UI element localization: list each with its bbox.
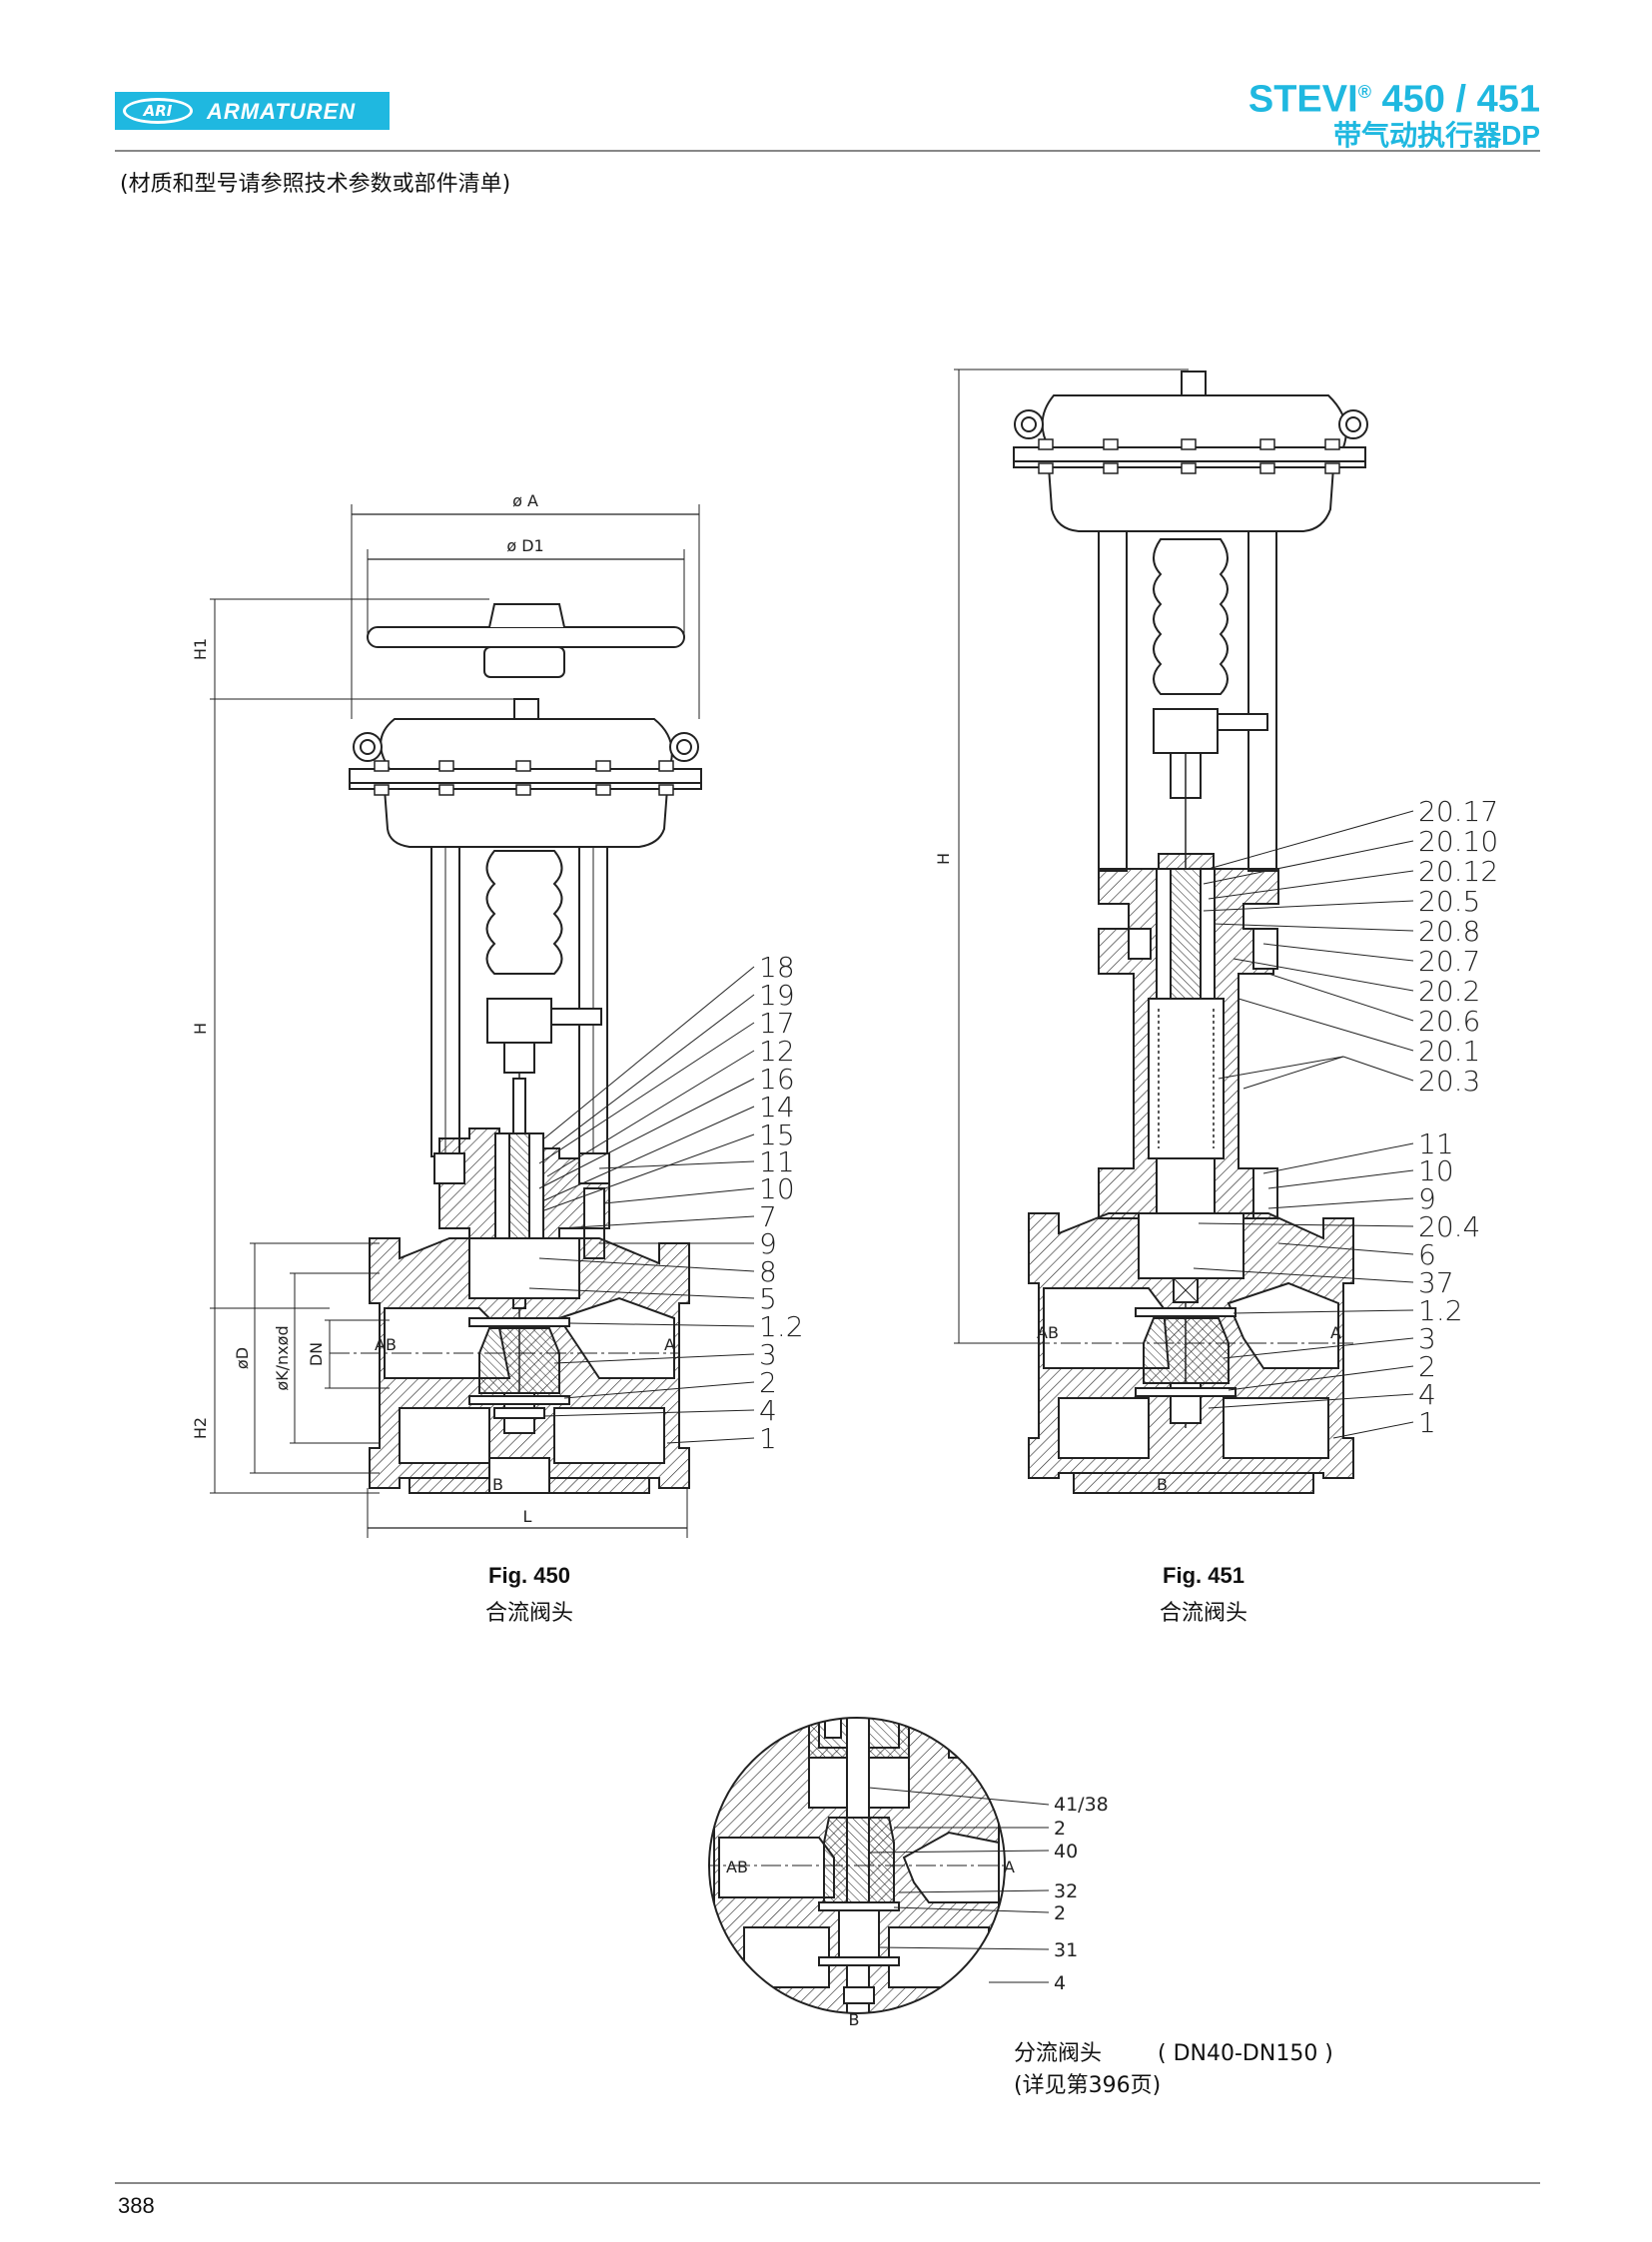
part-label: 37 xyxy=(1418,1266,1454,1299)
part-label: 10 xyxy=(759,1172,795,1205)
part-label: 31 xyxy=(1054,1939,1078,1961)
part-label: 20.2 xyxy=(1418,975,1480,1008)
split-detail-labels: AB A B 41/38 2 40 32 2 31 4 xyxy=(726,1794,1109,2029)
part-label: 5 xyxy=(759,1282,777,1315)
logo-text: ARMATUREN xyxy=(207,99,357,124)
part-label: 20.8 xyxy=(1418,915,1480,948)
port-B: B xyxy=(1157,1475,1168,1494)
part-label: 17 xyxy=(759,1007,795,1040)
part-label: 20.5 xyxy=(1418,885,1480,918)
part-label: 2 xyxy=(1418,1350,1436,1383)
port-A: A xyxy=(1004,1858,1015,1876)
part-label: 2 xyxy=(759,1366,777,1399)
part-label: 9 xyxy=(759,1227,777,1260)
dim-H2: H2 xyxy=(191,1417,210,1439)
port-AB: AB xyxy=(1037,1323,1059,1342)
material-note: (材质和型号请参照技术参数或部件清单) xyxy=(120,172,511,197)
part-label: 2 xyxy=(1054,1818,1066,1840)
fig451-caption: Fig. 451 合流阀头 xyxy=(1104,1563,1303,1627)
part-label: 19 xyxy=(759,979,795,1012)
fig451-title: Fig. 451 xyxy=(1163,1563,1244,1588)
part-label: 11 xyxy=(1418,1127,1454,1160)
part-label: 15 xyxy=(759,1119,795,1151)
port-A: A xyxy=(664,1335,675,1354)
split-caption-range: ( DN40-DN150 ) xyxy=(1158,2041,1333,2066)
part-label: 20.7 xyxy=(1418,945,1480,978)
part-label: 1.2 xyxy=(1418,1294,1463,1327)
part-label: 3 xyxy=(759,1338,777,1371)
header-divider xyxy=(115,150,1540,152)
fig450-caption: Fig. 450 合流阀头 xyxy=(429,1563,629,1627)
dim-L: L xyxy=(523,1507,532,1526)
port-B: B xyxy=(849,2010,860,2029)
part-label: 20.3 xyxy=(1418,1065,1480,1098)
product-title: STEVI® 450 / 451 带气动执行器DP xyxy=(1248,72,1540,152)
port-AB: AB xyxy=(375,1335,397,1354)
part-label: 41/38 xyxy=(1054,1794,1109,1816)
page-number: 388 xyxy=(118,2193,155,2218)
part-label: 8 xyxy=(759,1255,777,1288)
dim-H1: H1 xyxy=(191,638,210,660)
part-label: 1 xyxy=(1418,1406,1436,1439)
fig450-title: Fig. 450 xyxy=(488,1563,570,1588)
part-label: 10 xyxy=(1418,1154,1454,1187)
fig450-labels: ø A ø D1 H1 H H2 øD øK/nxød DN L AB A B … xyxy=(191,491,804,1526)
fig451-subtitle: 合流阀头 xyxy=(1159,1601,1247,1626)
part-label: 18 xyxy=(759,951,795,984)
part-label: 20.12 xyxy=(1418,855,1498,888)
dim-H: H xyxy=(191,1023,210,1035)
part-label: 4 xyxy=(1418,1378,1436,1411)
fig450-subtitle: 合流阀头 xyxy=(484,1601,573,1626)
product-subtitle: 带气动执行器DP xyxy=(1333,119,1540,151)
part-label: 2 xyxy=(1054,1902,1066,1924)
part-label: 16 xyxy=(759,1063,795,1096)
fig450-drawing xyxy=(210,504,755,1538)
part-label: 20.17 xyxy=(1418,795,1498,828)
split-caption-title: 分流阀头 xyxy=(1014,2041,1103,2066)
part-label: 20.6 xyxy=(1418,1005,1480,1038)
registered-mark: ® xyxy=(1357,82,1371,102)
dim-DN: DN xyxy=(307,1342,326,1366)
part-label: 12 xyxy=(759,1035,795,1068)
product-models: 450 / 451 xyxy=(1370,78,1541,121)
part-label: 6 xyxy=(1418,1238,1436,1271)
part-label: 40 xyxy=(1054,1841,1078,1863)
split-caption-ref: (详见第396页) xyxy=(1014,2073,1162,2098)
dim-A: ø A xyxy=(512,491,538,510)
part-label: 3 xyxy=(1418,1322,1436,1355)
split-detail-drawing xyxy=(708,1717,1050,2014)
ari-armaturen-logo: ARI ARMATUREN xyxy=(115,92,390,130)
footer-divider xyxy=(115,2182,1540,2184)
split-caption: 分流阀头 ( DN40-DN150 ) (详见第396页) xyxy=(1014,2035,1333,2099)
port-B: B xyxy=(492,1475,503,1494)
port-A: A xyxy=(1330,1323,1341,1342)
dim-H-451: H xyxy=(934,853,953,865)
product-prefix: STEVI xyxy=(1247,78,1358,121)
part-label: 20.10 xyxy=(1418,825,1498,858)
dim-K: øK/nxød xyxy=(273,1325,292,1390)
port-AB: AB xyxy=(726,1858,748,1876)
part-label: 1 xyxy=(759,1422,777,1455)
ari-logo-badge: ARI xyxy=(123,98,193,124)
part-label: 20.1 xyxy=(1418,1035,1480,1068)
dim-D1: ø D1 xyxy=(506,536,543,555)
part-label: 4 xyxy=(1054,1972,1066,1994)
fig451-labels: H AB A B 20.17 20.10 20.12 20.5 20.8 20.… xyxy=(934,795,1498,1494)
part-label: 1.2 xyxy=(759,1310,804,1343)
fig451-drawing xyxy=(954,369,1414,1494)
part-label: 14 xyxy=(759,1091,795,1123)
part-label: 7 xyxy=(759,1200,777,1233)
part-label: 11 xyxy=(759,1145,795,1178)
part-label: 9 xyxy=(1418,1182,1436,1215)
part-label: 32 xyxy=(1054,1880,1078,1902)
dim-D: øD xyxy=(233,1347,252,1369)
part-label: 4 xyxy=(759,1394,777,1427)
part-label: 20.4 xyxy=(1418,1210,1480,1243)
